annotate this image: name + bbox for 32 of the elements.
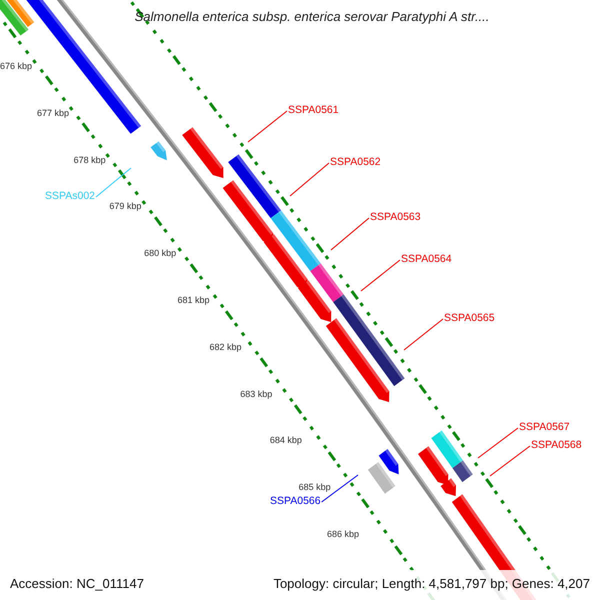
position-label: 683 kbp [240, 388, 272, 399]
position-label: 680 kbp [144, 248, 176, 258]
position-label: 676 kbp [0, 61, 32, 71]
position-label: 681 kbp [177, 295, 210, 305]
leader-line [321, 474, 358, 502]
gene-label: SSPA0567 [519, 421, 570, 433]
accession-text: Accession: NC_011147 [10, 576, 144, 591]
position-label: 682 kbp [209, 342, 242, 352]
gene-label: SSPA0565 [444, 312, 495, 324]
position-label: 685 kbp [298, 482, 331, 492]
leader-line [360, 260, 400, 292]
genome-stats-text: Topology: circular; Length: 4,581,797 bp; Genes: 4,207 [273, 576, 590, 591]
leader-line [290, 162, 330, 196]
gene-label: SSPA0564 [401, 253, 452, 265]
gene-label: SSPA0566 [270, 495, 321, 507]
leader-line [490, 446, 530, 476]
gene-label: SSPA0561 [288, 104, 339, 116]
leader-line [96, 168, 132, 198]
position-label: 686 kbp [326, 529, 360, 539]
gene-label: SSPAs002 [45, 190, 96, 202]
leader-line [478, 428, 518, 458]
leader-line [248, 110, 288, 142]
genome-title: Salmonella enterica subsp. enterica serovar Paratyphi A str.... [134, 9, 490, 24]
gene-label: SSPA0563 [370, 211, 421, 223]
position-label: 684 kbp [270, 435, 302, 446]
position-label: 678 kbp [74, 154, 106, 165]
leader-line [330, 218, 370, 250]
position-label: 677 kbp [37, 108, 70, 118]
leader-line [404, 318, 444, 350]
gene-label: SSPA0562 [330, 156, 381, 168]
gene-label: SSPA0568 [531, 439, 582, 451]
position-label: 679 kbp [109, 201, 142, 212]
